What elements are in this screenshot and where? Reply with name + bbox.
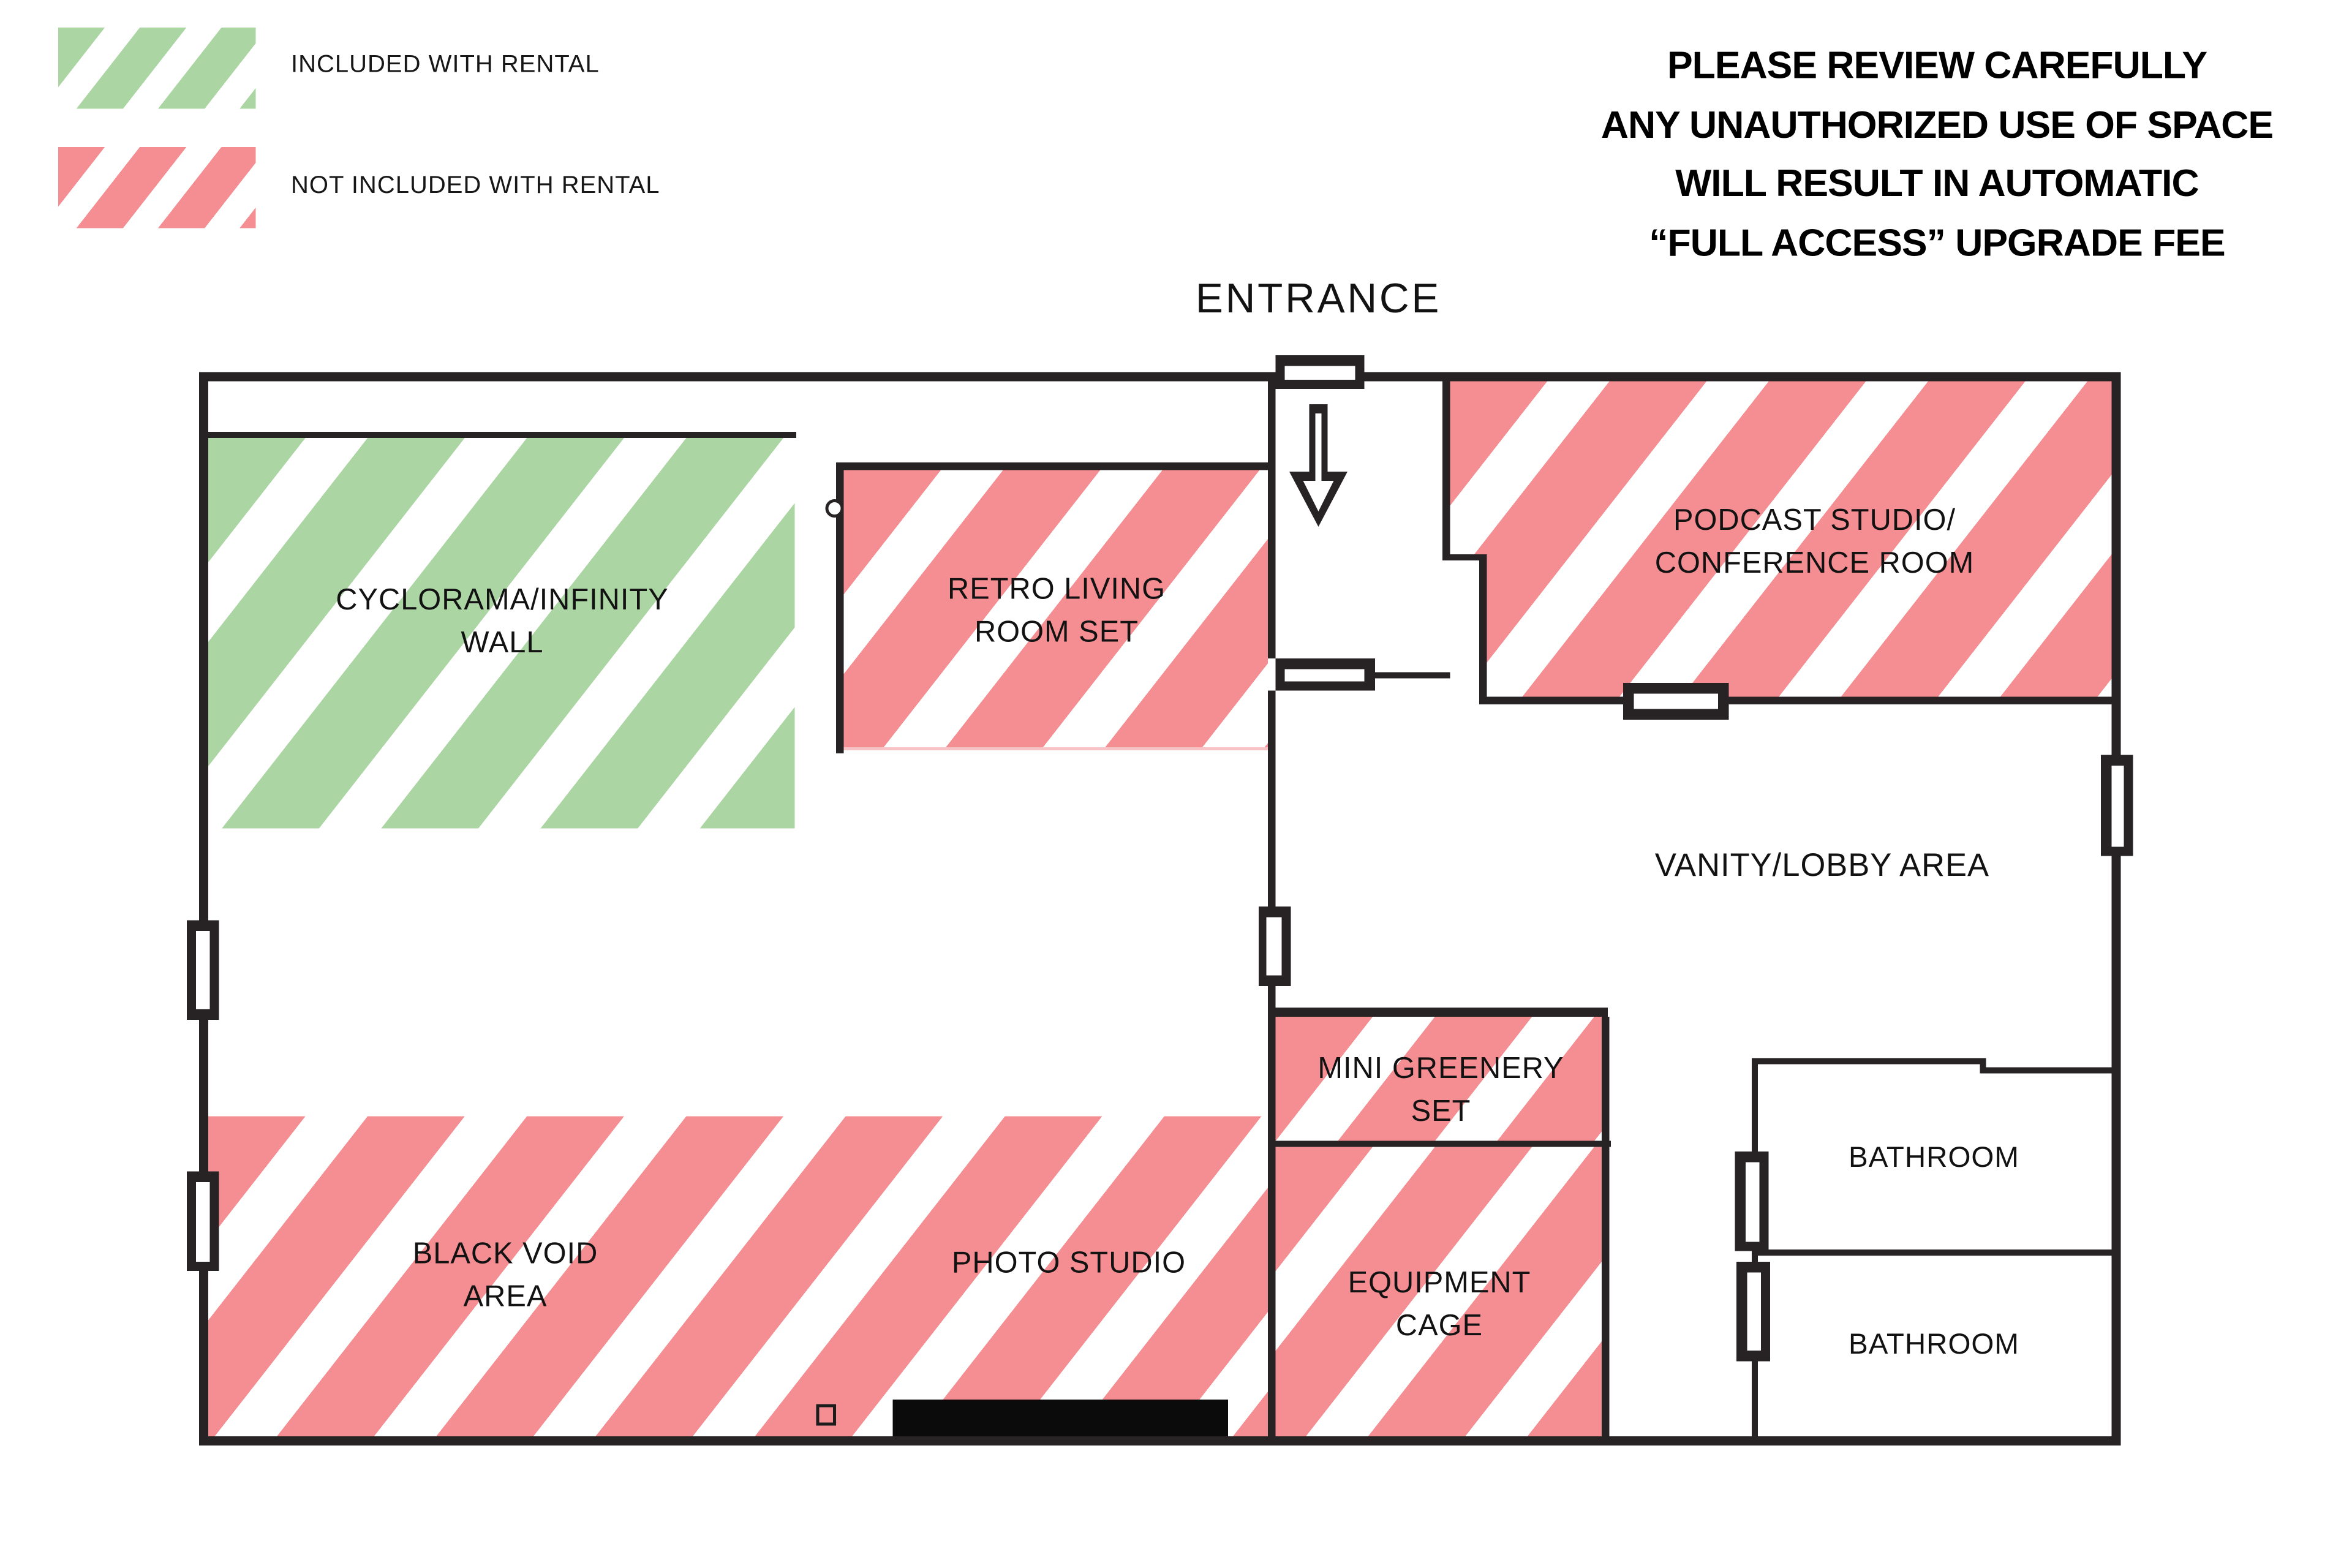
hallway-to-vanity-wall (1375, 672, 1481, 679)
entrance-label: ENTRANCE (1195, 276, 1442, 322)
bathroom-top-wall-step (1980, 1058, 1986, 1074)
left-wall-door-slot-upper (196, 931, 210, 1009)
left-wall-door-slot-lower (196, 1182, 210, 1262)
bathroom-top-wall-left (1752, 1058, 1986, 1065)
equipment-cage-label: EQUIPMENT CAGE (1348, 1266, 1531, 1343)
seamless-backdrop-block (892, 1400, 1228, 1436)
legend-not-included-label: NOT INCLUDED WITH RENTAL (291, 173, 660, 200)
outer-wall-left (199, 372, 208, 1446)
cyclorama-area (208, 438, 795, 829)
warning-line-4: “FULL ACCESS” UPGRADE FEE (1649, 221, 2225, 265)
entrance-door-slot (1284, 366, 1355, 380)
mini-greenery-area (1275, 1017, 1602, 1141)
photo-studio-marker-icon (816, 1404, 836, 1426)
retro-bottom-edge (843, 747, 1268, 750)
black-void-label: BLACK VOID AREA (412, 1237, 598, 1314)
bathroom-top-door-marker (1735, 1152, 1769, 1251)
bathroom-bottom-label: BATHROOM (1849, 1329, 2019, 1362)
podcast-studio-area (1450, 381, 2112, 697)
retro-top-wall (836, 462, 1276, 470)
retro-door-hinge-icon (825, 499, 844, 518)
outer-wall-top-right (1364, 372, 2121, 382)
center-left-door-slot (1266, 917, 1282, 976)
outer-wall-right (2111, 372, 2121, 1446)
bathroom-top-label: BATHROOM (1849, 1142, 2019, 1175)
left-wall-door-marker-upper (187, 920, 219, 1020)
podcast-left-wall-upper (1442, 381, 1450, 560)
retro-living-room-area (843, 470, 1268, 750)
vanity-right-door-marker (2101, 755, 2133, 856)
podcast-door-slot (1634, 693, 1718, 709)
legend-included-swatch (58, 28, 256, 109)
warning-line-3: WILL RESULT IN AUTOMATIC (1675, 162, 2199, 205)
hallway-left-wall (1268, 381, 1276, 658)
warning-line-2: ANY UNAUTHORIZED USE OF SPACE (1600, 103, 2274, 146)
mini-greenery-label: MINI GREENERY SET (1317, 1052, 1564, 1129)
cyclorama-top-wall (208, 432, 796, 438)
black-void-photo-studio-area (208, 1116, 1268, 1436)
photo-studio-label: PHOTO STUDIO (951, 1246, 1186, 1280)
center-column-right-wall (1602, 1017, 1610, 1436)
left-wall-door-marker-lower (187, 1171, 219, 1271)
center-left-door-marker (1259, 907, 1291, 986)
bathroom-divider-wall (1758, 1250, 2115, 1256)
entrance-door-marker (1275, 355, 1365, 389)
legend-not-included-swatch (58, 147, 256, 228)
warning-line-1: PLEASE REVIEW CAREFULLY (1667, 44, 2207, 88)
vanity-lobby-label: VANITY/LOBBY AREA (1654, 848, 1990, 884)
podcast-notch (1450, 560, 1479, 697)
outer-wall-bottom (199, 1436, 2121, 1446)
cyclorama-label: CYCLORAMA/INFINITY WALL (336, 583, 669, 660)
equipment-cage-area (1275, 1147, 1602, 1436)
mini-greenery-top-wall (1275, 1008, 1608, 1017)
center-column-left-wall (1268, 690, 1276, 1436)
podcast-studio-label: PODCAST STUDIO/ CONFERENCE ROOM (1654, 503, 1975, 581)
podcast-door-marker (1623, 683, 1729, 720)
podcast-wall-jog (1442, 554, 1487, 560)
podcast-left-wall-lower (1479, 554, 1487, 701)
warning-text: PLEASE REVIEW CAREFULLY ANY UNAUTHORIZED… (1531, 37, 2343, 273)
vanity-right-door-slot (2111, 766, 2124, 847)
hallway-door-slot (1284, 669, 1365, 682)
hallway-door-marker (1275, 658, 1375, 691)
bathroom-bottom-door-marker (1736, 1262, 1770, 1362)
retro-left-wall (836, 462, 844, 753)
bathroom-bottom-door-slot (1747, 1272, 1761, 1351)
bathroom-top-door-slot (1746, 1162, 1760, 1242)
retro-living-room-label: RETRO LIVING ROOM SET (947, 573, 1166, 649)
legend-included-label: INCLUDED WITH RENTAL (291, 52, 600, 78)
bathroom-top-wall-right (1980, 1067, 2115, 1074)
entrance-arrow-icon (1289, 404, 1348, 527)
podcast-bottom-wall (1479, 696, 2121, 704)
mini-equipment-divider-wall (1275, 1140, 1611, 1147)
outer-wall-top-left (199, 372, 1276, 382)
